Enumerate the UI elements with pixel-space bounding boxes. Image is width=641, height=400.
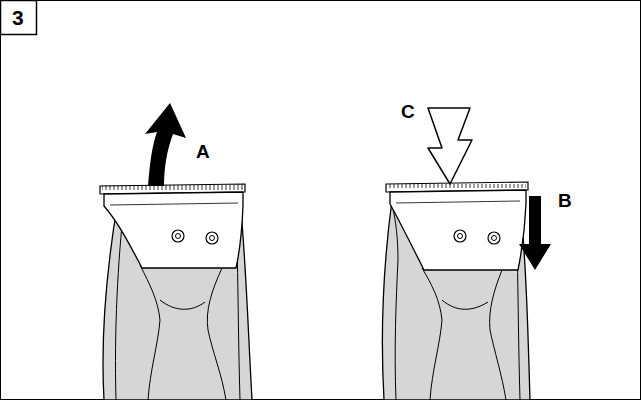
callout-letter: B xyxy=(558,191,572,210)
figure-number: 3 xyxy=(12,7,24,28)
callout-letter: C xyxy=(401,102,415,121)
right-trimmer xyxy=(382,182,530,400)
callout-letter: A xyxy=(196,142,210,161)
press-arrow xyxy=(428,108,472,184)
lift-arrow xyxy=(145,103,186,186)
left-trimmer xyxy=(100,184,252,400)
slide-arrow xyxy=(519,196,551,270)
